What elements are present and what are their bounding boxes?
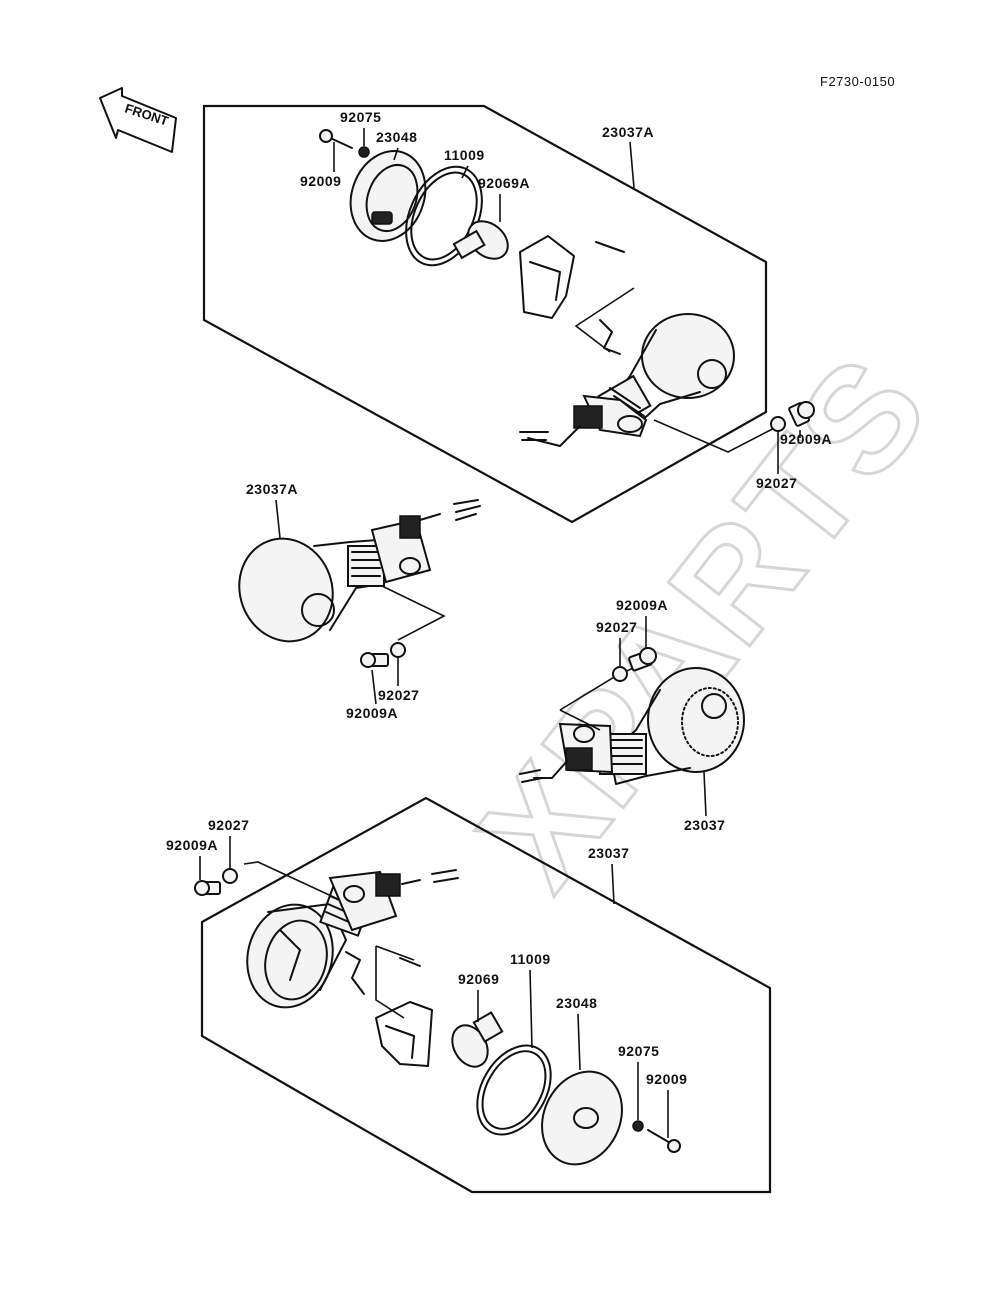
label-top-23037A: 23037A (602, 124, 654, 140)
right-wire-ends (519, 769, 543, 783)
top-socket-bracket (519, 235, 575, 319)
label-bottom-92009: 92009 (646, 1071, 687, 1087)
top-nut-92027 (770, 416, 786, 432)
label-bottom-92069: 92069 (458, 971, 499, 987)
leader-bottom-23037 (611, 863, 615, 905)
label-top-92009: 92009 (300, 173, 341, 189)
leader-bottom-11009 (529, 969, 533, 1049)
bottom-leader-clip (375, 946, 405, 1019)
bottom-gasket-inner (481, 1050, 547, 1130)
top-wire-ends (519, 431, 549, 441)
bottom-bolt-92009A (194, 880, 221, 896)
leader-top-11009 (461, 165, 469, 179)
label-bottom-11009: 11009 (510, 951, 551, 967)
top-bolt-92009A (788, 401, 815, 427)
left-turn-signal-housing (238, 515, 432, 643)
label-bottom-23037: 23037 (588, 845, 629, 861)
bottom-wire-ends (431, 869, 459, 883)
bottom-assembly-frame (200, 796, 772, 1194)
left-nut-92027 (390, 642, 406, 658)
bottom-leader-mount (243, 861, 341, 901)
bottom-lens-23048 (541, 1070, 623, 1166)
right-turn-signal-housing (558, 667, 745, 785)
top-small-screw (595, 241, 625, 253)
bottom-small-screw (399, 957, 421, 967)
label-top-11009: 11009 (444, 147, 485, 163)
leader-bottom-23048 (577, 1013, 581, 1071)
label-top-23048: 23048 (376, 129, 417, 145)
label-top-92027: 92027 (756, 475, 797, 491)
label-right-92027: 92027 (596, 619, 637, 635)
label-left-92027: 92027 (378, 687, 419, 703)
left-wire (419, 513, 441, 521)
label-right-23037: 23037 (684, 817, 725, 833)
front-label: FRONT (123, 101, 170, 129)
leader-top-23048 (393, 147, 399, 161)
bottom-bracket-detail (385, 1025, 415, 1059)
label-right-92009A: 92009A (616, 597, 668, 613)
bottom-nut-92027 (222, 868, 238, 884)
left-leader-mount (381, 585, 446, 641)
left-bolt-92009A (360, 652, 389, 668)
bottom-washer-92075 (632, 1120, 644, 1132)
figure-code: F2730-0150 (820, 74, 895, 89)
leader-right-23037 (703, 771, 707, 817)
top-wire (527, 425, 581, 447)
right-leader-mount-2 (559, 709, 601, 731)
label-left-23037A: 23037A (246, 481, 298, 497)
bottom-turn-signal-housing (246, 870, 401, 1009)
right-bolt-92009A (628, 647, 657, 672)
label-bottom-92009A: 92009A (166, 837, 218, 853)
bottom-gasket-11009 (476, 1044, 552, 1136)
label-top-92009A: 92009A (780, 431, 832, 447)
front-arrow-icon: FRONT (99, 87, 177, 153)
left-wire-ends (453, 499, 481, 521)
top-turn-signal-housing (573, 313, 735, 438)
label-top-92069A: 92069A (478, 175, 530, 191)
bottom-leader-screw (375, 945, 415, 961)
bottom-wire (401, 879, 421, 885)
label-top-92075: 92075 (340, 109, 381, 125)
top-leader-mount (653, 419, 783, 453)
leader-left-23037A (275, 499, 281, 539)
bottom-clip (345, 951, 365, 995)
bottom-bulb-92069 (451, 1011, 504, 1068)
top-bracket-detail (529, 261, 561, 301)
label-left-92009A: 92009A (346, 705, 398, 721)
label-bottom-92075: 92075 (618, 1043, 659, 1059)
bottom-screw-92009 (647, 1129, 681, 1153)
top-bulb-92069A (452, 220, 509, 260)
top-screw-92009 (319, 129, 370, 158)
leader-left-92009A (371, 669, 377, 705)
top-clip (599, 319, 621, 355)
bottom-socket-bracket (375, 1001, 433, 1067)
right-nut-92027 (612, 666, 628, 682)
leader-top-23037A (629, 141, 635, 189)
label-bottom-92027: 92027 (208, 817, 249, 833)
top-leader-clip (574, 287, 635, 353)
label-bottom-23048: 23048 (556, 995, 597, 1011)
top-assembly-frame (202, 104, 768, 524)
